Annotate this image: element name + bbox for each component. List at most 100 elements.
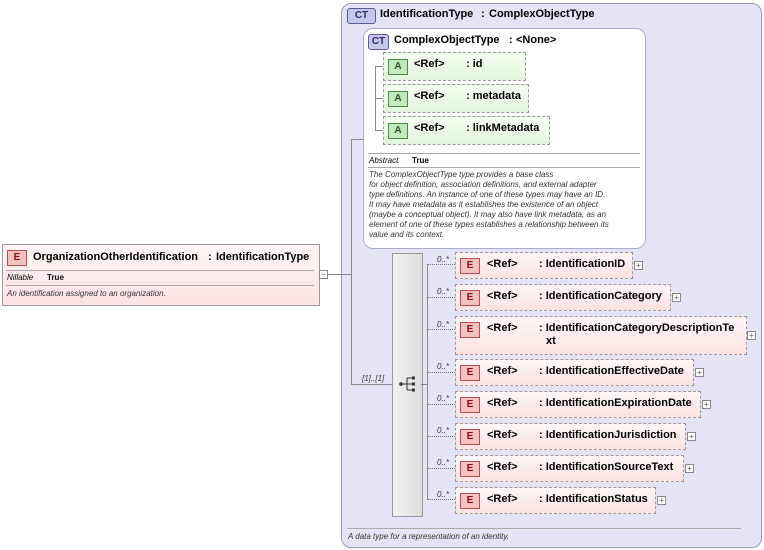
child-element-identification-expiration-date[interactable]: E <Ref> : IdentificationExpirationDate <box>455 391 701 418</box>
child-connector-5 <box>427 404 455 405</box>
child-connector-3 <box>427 329 455 330</box>
root-element-name: OrganizationOtherIdentification <box>33 251 199 263</box>
children-connector-vertical <box>427 264 428 499</box>
expand-icon[interactable]: + <box>634 261 643 270</box>
child-connector-4 <box>427 372 455 373</box>
child-cardinality: 0..* <box>437 458 450 467</box>
child-cardinality: 0..* <box>437 426 450 435</box>
expand-icon[interactable]: + <box>702 400 711 409</box>
child-element-identification-source-text[interactable]: E <Ref> : IdentificationSourceText <box>455 455 684 482</box>
outer-type-name: IdentificationType <box>380 8 474 20</box>
inner-type-base: <None> <box>516 34 557 46</box>
child-element-ref: <Ref> <box>487 322 518 334</box>
attribute-tag-icon: A <box>388 91 408 107</box>
element-tag-icon: E <box>460 493 480 509</box>
outer-type-base: ComplexObjectType <box>489 8 595 20</box>
element-tag-icon: E <box>460 429 480 445</box>
inner-type-separator-2 <box>368 167 640 168</box>
child-element-ref: <Ref> <box>487 258 518 270</box>
child-element-ref: <Ref> <box>487 429 518 441</box>
outer-type-description: A data type for a representation of an i… <box>348 532 509 541</box>
root-element-type-sep: : <box>208 251 212 263</box>
child-element-name: : IdentificationJurisdiction <box>539 429 677 441</box>
child-cardinality: 0..* <box>437 320 450 329</box>
attribute-tag-icon: A <box>388 59 408 75</box>
outer-type-sep: : <box>481 8 485 20</box>
attribute-name: : id <box>466 58 483 70</box>
collapse-toggle-icon[interactable]: − <box>319 270 328 279</box>
attribute-id[interactable]: A <Ref> : id <box>383 52 526 81</box>
child-element-name: : IdentificationExpirationDate <box>539 397 692 409</box>
child-element-identification-effective-date[interactable]: E <Ref> : IdentificationEffectiveDate <box>455 359 694 386</box>
abstract-value: True <box>412 156 429 165</box>
child-element-ref: <Ref> <box>487 461 518 473</box>
child-element-name: : IdentificationEffectiveDate <box>539 365 684 377</box>
child-element-ref: <Ref> <box>487 397 518 409</box>
attribute-name: : linkMetadata <box>466 122 540 134</box>
child-element-name: : IdentificationID <box>539 258 626 270</box>
element-tag-icon: E <box>460 365 480 381</box>
child-element-identification-id[interactable]: E <Ref> : IdentificationID <box>455 252 633 279</box>
child-cardinality: 0..* <box>437 255 450 264</box>
child-element-ref: <Ref> <box>487 290 518 302</box>
child-element-name: : IdentificationCategory <box>539 290 662 302</box>
attribute-name: : metadata <box>466 90 522 102</box>
connector-root-to-type <box>328 274 341 275</box>
inner-type-description: The ComplexObjectType type provides a ba… <box>369 170 609 239</box>
nillable-label: Nillable <box>7 273 34 282</box>
child-cardinality: 0..* <box>437 362 450 371</box>
inner-type-name: ComplexObjectType <box>394 34 500 46</box>
child-element-ref: <Ref> <box>487 365 518 377</box>
root-element-box[interactable]: E OrganizationOtherIdentification : Iden… <box>2 244 320 306</box>
expand-icon[interactable]: + <box>657 496 666 505</box>
nillable-value: True <box>47 273 64 282</box>
child-element-identification-jurisdiction[interactable]: E <Ref> : IdentificationJurisdiction <box>455 423 686 450</box>
attribute-tag-icon: A <box>388 123 408 139</box>
element-tag-icon: E <box>460 290 480 306</box>
child-element-name: : IdentificationSourceText <box>539 461 674 473</box>
attribute-metadata[interactable]: A <Ref> : metadata <box>383 84 529 113</box>
expand-icon[interactable]: + <box>685 464 694 473</box>
connector-to-inner-type <box>351 139 363 140</box>
attribute-ref: <Ref> <box>414 122 445 134</box>
inner-type-separator <box>368 153 640 154</box>
child-element-name-wrap: xt <box>546 335 556 347</box>
attribute-linkmetadata[interactable]: A <Ref> : linkMetadata <box>383 116 550 145</box>
attribute-connector-metadata <box>375 98 383 99</box>
expand-icon[interactable]: + <box>687 432 696 441</box>
child-connector-2 <box>427 297 455 298</box>
element-tag-icon: E <box>460 461 480 477</box>
connector-type-entry <box>341 274 351 275</box>
child-cardinality: 0..* <box>437 490 450 499</box>
child-connector-stub <box>421 384 427 385</box>
root-element-separator <box>6 270 314 271</box>
attribute-ref: <Ref> <box>414 58 445 70</box>
sequence-cardinality: [1]..[1] <box>362 374 385 383</box>
root-element-description: An identification assigned to an organiz… <box>7 289 166 298</box>
element-tag-icon: E <box>460 397 480 413</box>
child-element-identification-category-description-text[interactable]: E <Ref> : IdentificationCategoryDescript… <box>455 316 747 355</box>
root-element-separator-2 <box>6 285 314 286</box>
child-cardinality: 0..* <box>437 394 450 403</box>
connector-main-vertical <box>351 139 352 384</box>
attribute-ref: <Ref> <box>414 90 445 102</box>
expand-icon[interactable]: + <box>747 331 756 340</box>
connector-to-sequence <box>351 384 392 385</box>
element-tag-icon: E <box>460 258 480 274</box>
inner-type-sep: : <box>509 34 513 46</box>
element-tag-icon: E <box>7 250 27 266</box>
element-tag-icon: E <box>460 322 480 338</box>
attribute-connector-linkmetadata <box>375 130 383 131</box>
child-connector-7 <box>427 468 455 469</box>
expand-icon[interactable]: + <box>695 368 704 377</box>
child-cardinality: 0..* <box>437 287 450 296</box>
child-connector-1 <box>427 264 455 265</box>
child-element-name: : IdentificationStatus <box>539 493 648 505</box>
child-connector-6 <box>427 436 455 437</box>
child-element-name: : IdentificationCategoryDescriptionTe <box>539 322 735 334</box>
abstract-label: Abstract <box>369 156 399 165</box>
child-element-identification-status[interactable]: E <Ref> : IdentificationStatus <box>455 487 656 514</box>
child-element-identification-category[interactable]: E <Ref> : IdentificationCategory <box>455 284 671 311</box>
attribute-connector-id <box>375 66 383 67</box>
expand-icon[interactable]: + <box>672 293 681 302</box>
